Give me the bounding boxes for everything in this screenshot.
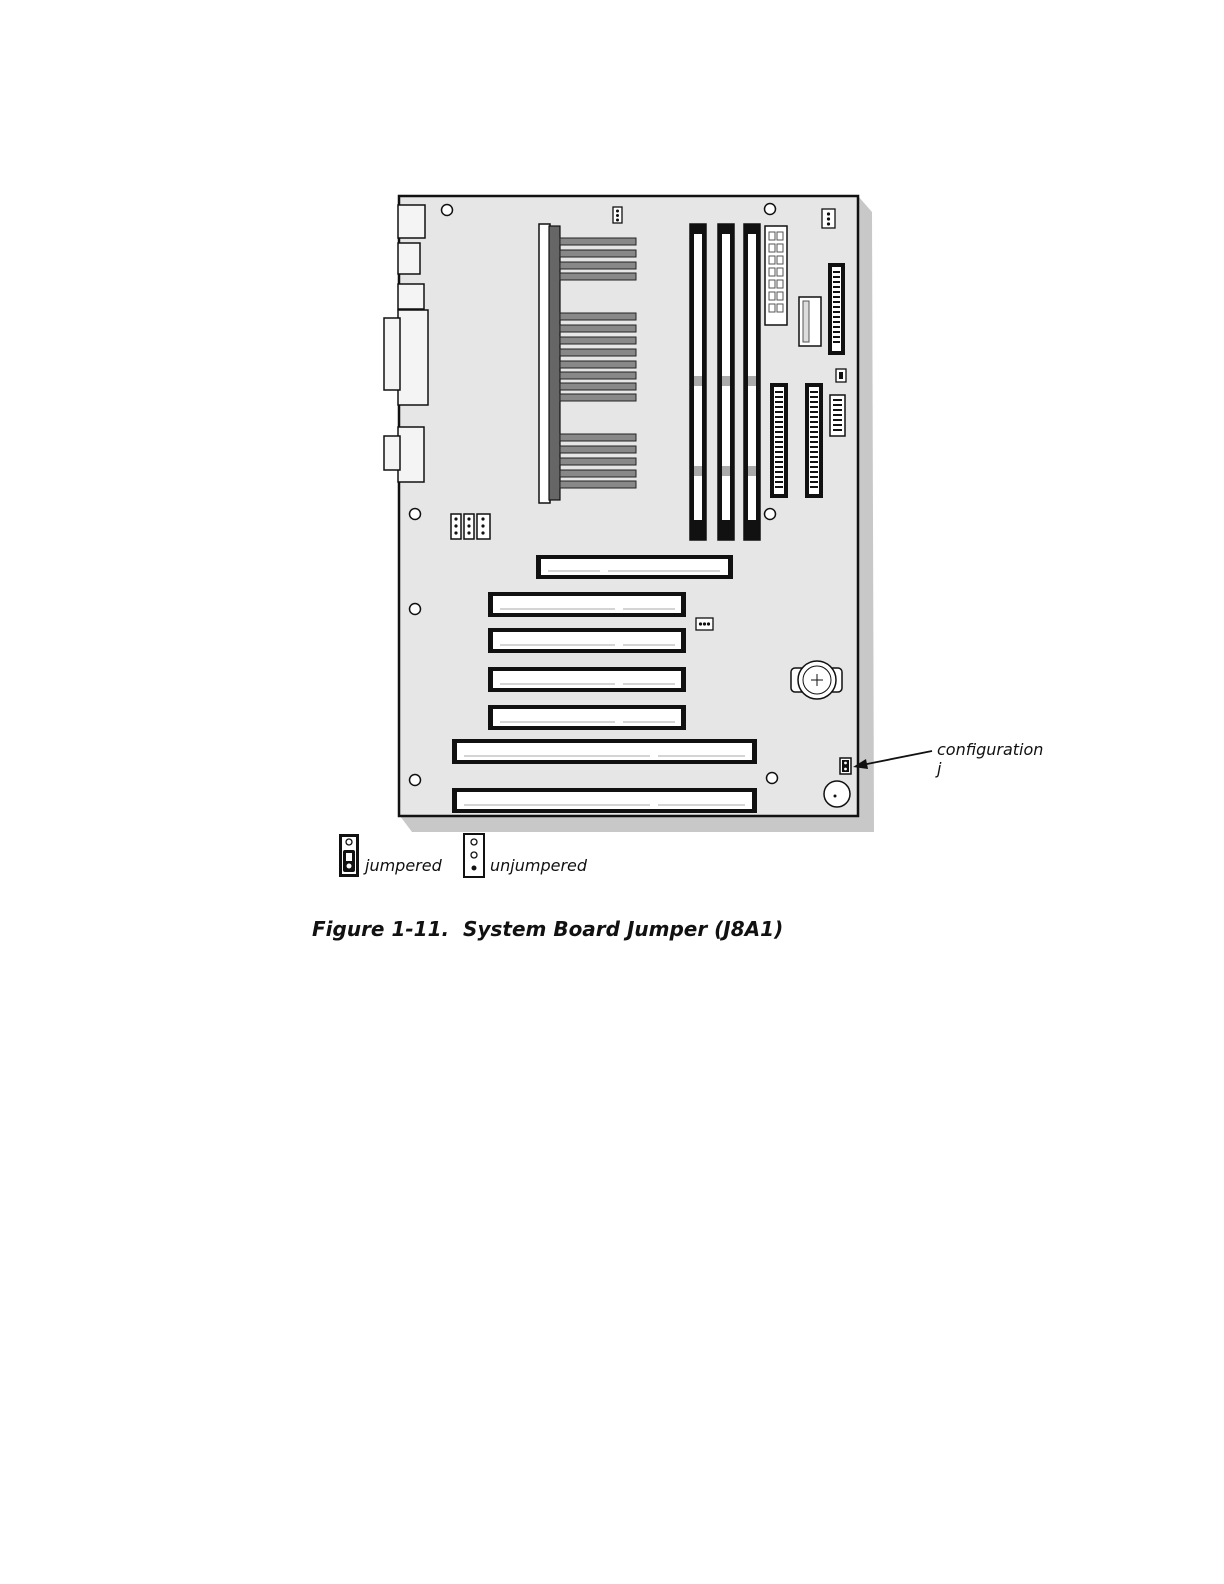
- isa-slot: [452, 739, 757, 764]
- fan-connector: [822, 209, 835, 228]
- mounting-hole: [410, 604, 421, 615]
- mounting-hole: [410, 509, 421, 520]
- aux-power-connector: [799, 297, 821, 346]
- jumpered-symbol: [339, 834, 359, 877]
- ps2-connector: [398, 243, 420, 274]
- serial-port-connector: [398, 427, 424, 482]
- mounting-hole: [410, 775, 421, 786]
- mounting-hole: [765, 509, 776, 520]
- front-panel-header: [830, 395, 845, 436]
- figure-title: System Board Jumper (J8A1): [463, 917, 783, 941]
- wakeup-header: [696, 618, 713, 630]
- dimm-socket: [690, 224, 706, 540]
- floppy-connector: [828, 263, 845, 355]
- isa-slot: [452, 788, 757, 813]
- pci-slot: [488, 628, 686, 653]
- mounting-hole: [765, 204, 776, 215]
- mounting-hole: [767, 773, 778, 784]
- figure-caption: Figure 1-11. System Board Jumper (J8A1): [312, 917, 783, 941]
- dimm-sockets: [690, 224, 760, 540]
- ide-connector-secondary: [805, 383, 823, 498]
- parallel-port-connector: [398, 310, 428, 405]
- pci-slot: [488, 705, 686, 730]
- ide-connector-primary: [770, 383, 788, 498]
- usb-connector: [398, 284, 424, 309]
- jumpered-label: jumpered: [365, 856, 442, 875]
- ps2-connector: [398, 205, 425, 238]
- pci-slot: [488, 592, 686, 617]
- unjumpered-label: unjumpered: [490, 856, 587, 875]
- dimm-socket: [718, 224, 734, 540]
- power-connector: [765, 226, 787, 325]
- mounting-hole: [442, 205, 453, 216]
- pci-slot: [488, 667, 686, 692]
- agp-slot: [536, 555, 733, 579]
- fan-connector: [613, 207, 622, 223]
- figure-number: Figure 1-11.: [312, 917, 449, 941]
- processor-heatsink: [539, 224, 636, 503]
- small-header: [836, 369, 846, 382]
- callout-line-2: j: [937, 759, 1043, 778]
- jumper-blocks: [451, 514, 490, 539]
- callout-line-1: configuration: [937, 740, 1043, 759]
- dimm-socket: [744, 224, 760, 540]
- configuration-jumper: [840, 758, 851, 774]
- configuration-jumper-label: configuration j: [937, 740, 1043, 778]
- speaker: [824, 781, 850, 807]
- unjumpered-symbol: [464, 834, 484, 877]
